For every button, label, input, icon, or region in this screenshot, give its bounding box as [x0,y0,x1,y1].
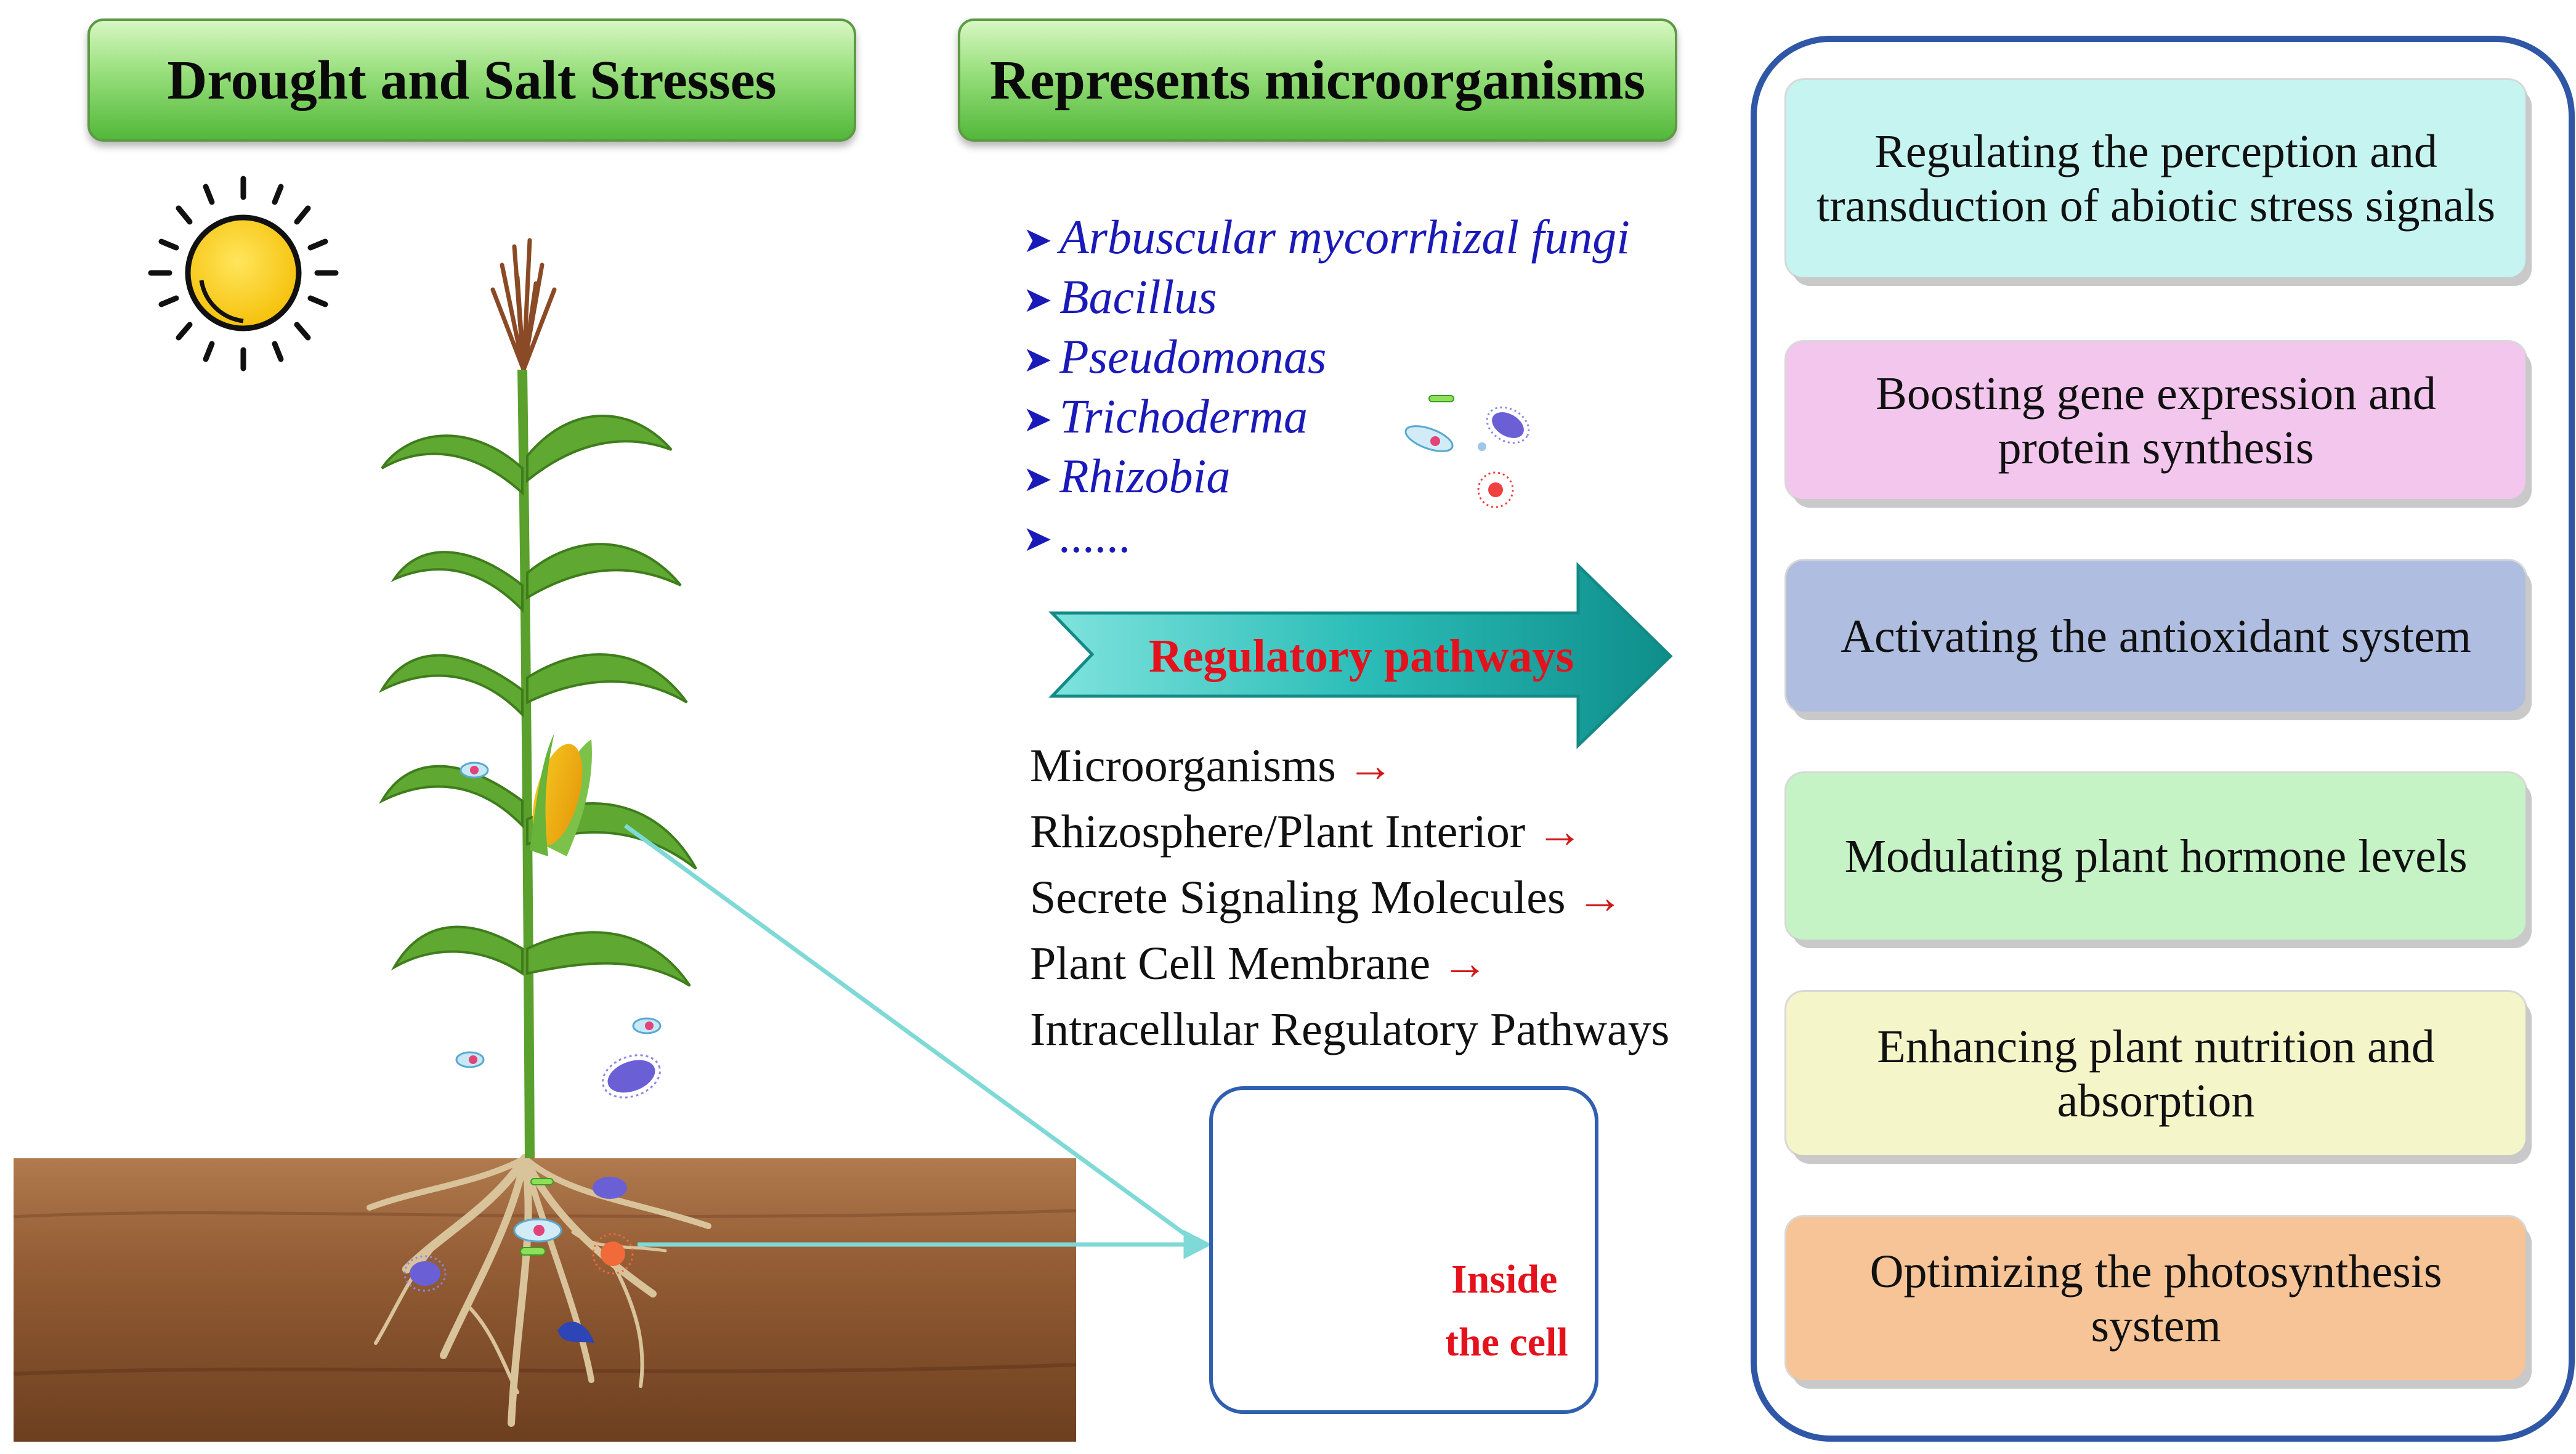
bullet-arrow-icon: ➤ [1023,459,1053,499]
drought-salt-stresses-header: Drought and Salt Stresses [87,18,856,142]
mechanism-box-hormone: Modulating plant hormone levels [1786,773,2525,940]
represents-microorganisms-header: Represents microorganisms [958,18,1677,142]
bullet-arrow-icon: ➤ [1023,220,1053,260]
microbe-icon [403,762,662,1343]
pathway-steps-list: Microorganisms→ Rhizosphere/Plant Interi… [1030,733,1669,1063]
mechanism-box-photosynthesis: Optimizing the photosynthesis system [1786,1217,2525,1380]
inside-cell-label-line1: Inside [1451,1257,1558,1302]
represents-microorganisms-title: Represents microorganisms [989,49,1646,111]
red-arrow-icon: → [1441,938,1489,989]
root-system [367,1154,711,1427]
pathway-step: Secrete Signaling Molecules→ [1030,872,1624,924]
regulatory-pathways-label: Regulatory pathways [1148,630,1574,682]
microorganism-item: ➤Bacillus [1023,267,1630,327]
pathway-step: Microorganisms→ [1030,740,1394,792]
microorganism-item: ➤Rhizobia [1023,446,1630,506]
inside-cell-box: Inside the cell [1209,1086,1598,1414]
pathway-step: Plant Cell Membrane→ [1030,938,1489,989]
pathway-step: Rhizosphere/Plant Interior→ [1030,806,1584,858]
corn-ear-icon [530,733,592,856]
sun-icon [148,176,339,372]
mechanism-box-nutrition: Enhancing plant nutrition and absorption [1786,992,2525,1155]
microorganism-item: ➤Pseudomonas [1023,327,1630,386]
microorganism-item: ➤Trichoderma [1023,386,1630,446]
red-arrow-icon: → [1347,740,1394,792]
microorganism-item: ➤Arbuscular mycorrhizal fungi [1023,207,1630,267]
bullet-arrow-icon: ➤ [1023,519,1053,559]
red-arrow-icon: → [1536,806,1584,858]
inside-cell-label-line2: the cell [1445,1320,1568,1365]
soil-layer [13,1158,1077,1442]
red-arrow-icon: → [1576,872,1624,924]
maize-plant-icon [378,238,697,1158]
pathway-step: Intracellular Regulatory Pathways [1030,1004,1670,1055]
mechanism-box-antioxidant: Activating the antioxidant system [1786,561,2525,712]
bullet-arrow-icon: ➤ [1023,280,1053,320]
microorganism-item: ➤...... [1023,506,1630,566]
microorganism-list: ➤Arbuscular mycorrhizal fungi ➤Bacillus … [1023,207,1630,566]
drought-salt-stresses-title: Drought and Salt Stresses [167,49,777,111]
mechanism-box-gene-expression: Boosting gene expression and protein syn… [1786,342,2525,499]
mechanism-box-signal-transduction: Regulating the perception and transducti… [1786,80,2525,277]
bullet-arrow-icon: ➤ [1023,339,1053,380]
bullet-arrow-icon: ➤ [1023,399,1053,439]
